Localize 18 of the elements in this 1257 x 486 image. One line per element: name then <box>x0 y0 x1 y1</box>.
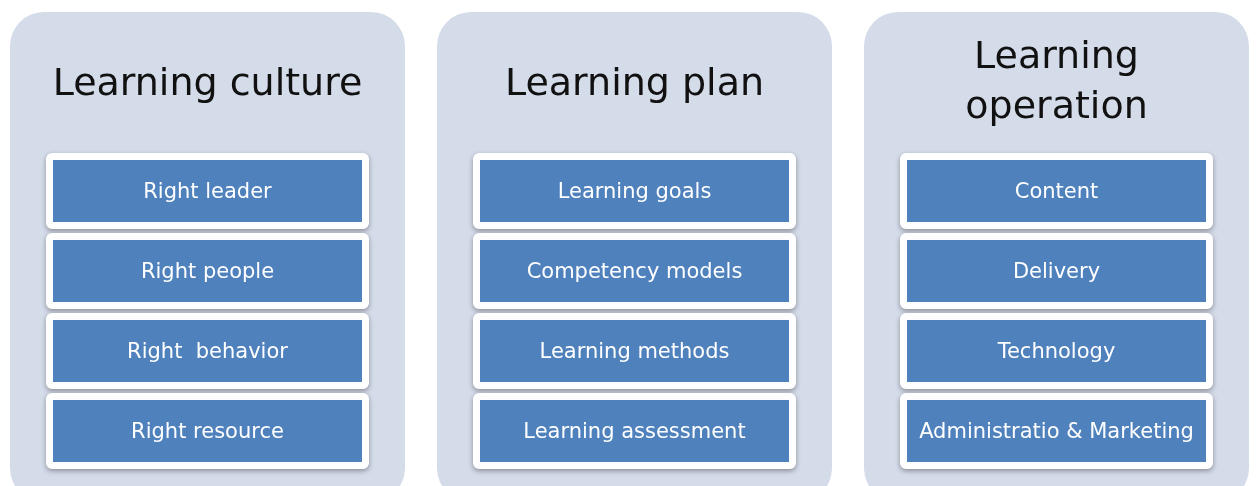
category-panel <box>864 12 1249 486</box>
category-panel <box>437 12 832 486</box>
topic-box: Technology <box>900 313 1213 389</box>
topic-box: Administratio & Marketing <box>900 393 1213 469</box>
topic-box: Content <box>900 153 1213 229</box>
topic-box: Right leader <box>46 153 369 229</box>
topic-box: Delivery <box>900 233 1213 309</box>
topic-box: Competency models <box>473 233 796 309</box>
panel-title: Learning plan <box>503 59 766 106</box>
topic-box: Learning assessment <box>473 393 796 469</box>
topic-box: Right people <box>46 233 369 309</box>
panel-title: Learning culture <box>51 59 364 106</box>
panel-title: Learning operation <box>964 32 1149 129</box>
topic-box: Right resource <box>46 393 369 469</box>
topic-box: Learning methods <box>473 313 796 389</box>
topic-box: Right behavior <box>46 313 369 389</box>
category-panel <box>10 12 405 486</box>
topic-box: Learning goals <box>473 153 796 229</box>
